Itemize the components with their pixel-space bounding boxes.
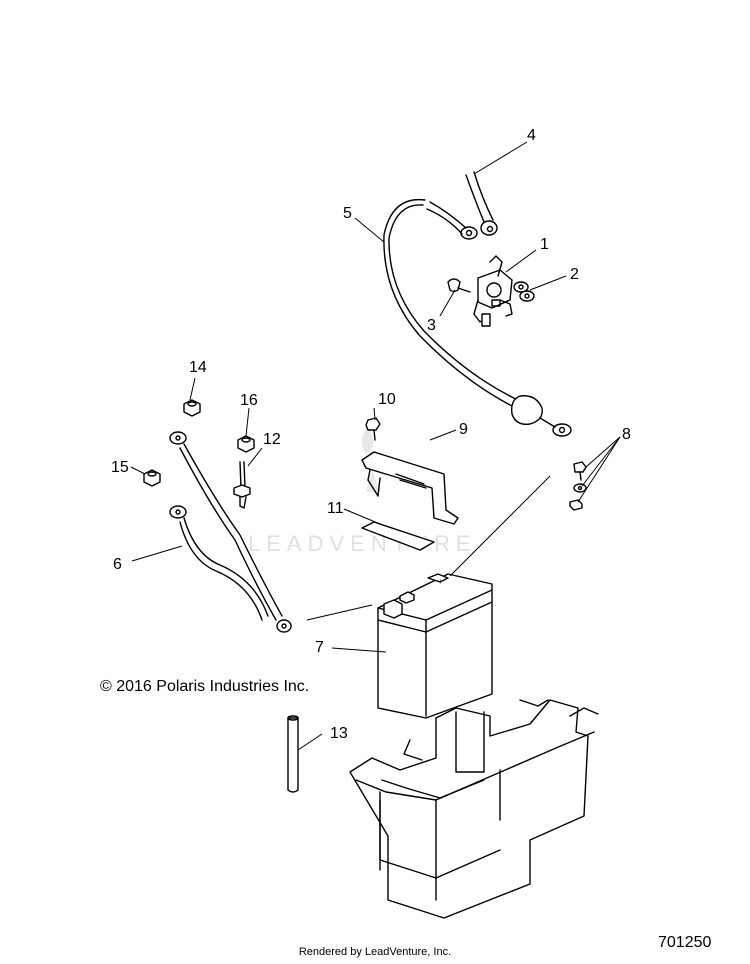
callout-labels: 4 5 1 2 3 10 9 8 11 7 14 16 12 15 6 13 [111, 127, 631, 742]
part-10-screw[interactable] [365, 417, 381, 441]
leader-1 [505, 249, 537, 273]
leader-8b [581, 436, 621, 487]
callout-7: 7 [315, 639, 324, 656]
part-11-pad[interactable] [361, 521, 435, 551]
callout-6: 6 [113, 556, 122, 573]
callout-2: 2 [570, 266, 579, 283]
leader-11 [343, 508, 381, 525]
footer-credit: Rendered by LeadVenture, Inc. [298, 946, 452, 958]
part-12-stud[interactable] [233, 461, 251, 509]
diagram-id: 701250 [658, 934, 712, 951]
callout-12: 12 [263, 431, 281, 448]
callout-13: 13 [330, 725, 348, 742]
part-13-tube[interactable] [287, 715, 299, 793]
part-3-screw[interactable] [447, 278, 471, 293]
leader-7 [331, 647, 387, 653]
part-15-nut[interactable] [143, 469, 161, 487]
callout-4: 4 [527, 127, 536, 144]
leader-15 [130, 466, 146, 475]
part-9-bracket[interactable] [361, 451, 459, 525]
battery-terminal-marking: + [438, 577, 443, 586]
leader-12 [247, 447, 263, 467]
leader-5 [354, 217, 385, 243]
callout-9: 9 [459, 421, 468, 438]
callout-11: 11 [327, 500, 344, 517]
part-2-nuts[interactable] [513, 281, 535, 302]
watermark-text: LEADVENTURE [248, 531, 477, 556]
part-5-negative-cable[interactable] [383, 198, 572, 437]
callout-1: 1 [540, 236, 549, 253]
watermark-logo: LEADVENTURE [248, 428, 477, 556]
part-6-hold-down-rods[interactable] [169, 431, 292, 633]
leader-8c [577, 436, 621, 503]
part-1-solenoid[interactable] [473, 255, 513, 327]
leader-9 [429, 429, 457, 441]
part-7-battery[interactable]: + [377, 573, 493, 719]
callout-10: 10 [378, 391, 396, 408]
part-14-nut[interactable] [183, 399, 201, 417]
copyright-notice: © 2016 Polaris Industries Inc. [100, 678, 310, 695]
callout-8: 8 [622, 426, 631, 443]
part-4-positive-cable[interactable] [465, 171, 498, 236]
battery-tray [349, 699, 599, 919]
callout-3: 3 [427, 317, 436, 334]
callout-14: 14 [189, 359, 207, 376]
leader-3 [439, 289, 456, 317]
leader-battery-side [306, 604, 373, 621]
leader-battery-top [449, 475, 551, 577]
leader-16 [245, 407, 250, 437]
leader-4 [473, 141, 528, 175]
leader-8a [585, 436, 621, 468]
leader-14 [189, 377, 196, 401]
leader-10 [373, 407, 376, 421]
callout-15: 15 [111, 459, 129, 476]
leader-6 [131, 545, 183, 562]
leader-13 [297, 733, 323, 751]
part-16-nut[interactable] [237, 435, 255, 453]
part-8-hardware[interactable] [569, 461, 587, 511]
callout-5: 5 [343, 205, 352, 222]
callout-16: 16 [240, 392, 258, 409]
leader-lines [130, 141, 621, 751]
leader-2 [529, 275, 567, 291]
